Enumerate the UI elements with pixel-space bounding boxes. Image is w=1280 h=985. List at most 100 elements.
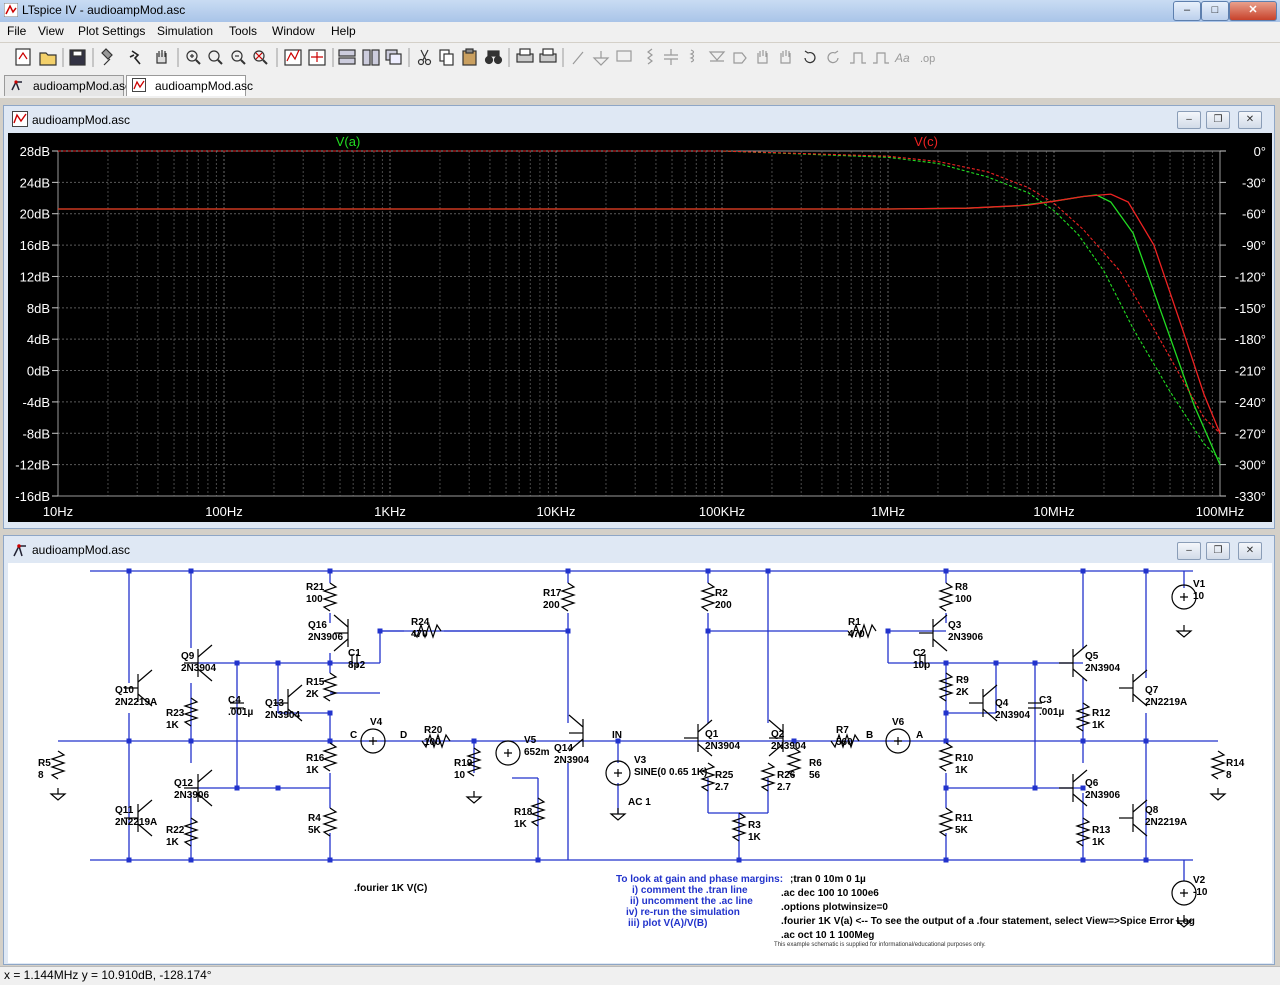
draw-wire-icon[interactable] <box>572 51 584 65</box>
new-schematic-icon[interactable] <box>15 48 31 66</box>
control-panel-icon[interactable] <box>101 48 113 66</box>
halt-icon[interactable] <box>156 50 167 64</box>
save-icon[interactable] <box>69 49 86 66</box>
series-0-phase-line <box>58 150 1221 460</box>
copy-icon[interactable] <box>439 49 454 66</box>
undo-icon[interactable] <box>804 50 816 64</box>
component-value-r3: 1K <box>748 832 762 843</box>
close-button[interactable]: ✕ <box>1229 1 1277 21</box>
inductor-icon[interactable] <box>689 49 695 63</box>
drag-icon[interactable] <box>780 50 791 64</box>
capacitor-icon[interactable] <box>664 49 678 65</box>
component-value-c2: 10p <box>913 660 930 671</box>
component-ref-r9: R9 <box>956 675 969 686</box>
spice-directives: .fourier 1K V(C)To look at gain and phas… <box>354 874 1195 941</box>
menu-view[interactable]: View <box>38 24 64 38</box>
ltspice-app-icon <box>4 3 18 17</box>
junction-dot <box>327 660 333 666</box>
resistor-icon[interactable] <box>647 48 653 65</box>
status-bar <box>0 966 1280 985</box>
find-icon[interactable] <box>484 50 503 65</box>
component-value-q11: 2N2219A <box>115 817 157 828</box>
menu-tools[interactable]: Tools <box>229 24 258 38</box>
menu-file[interactable]: File <box>7 24 27 38</box>
paste-icon[interactable] <box>462 48 477 66</box>
resistor-symbol <box>421 733 451 749</box>
component-ref-v6: V6 <box>892 717 905 728</box>
junction-dot <box>705 568 711 574</box>
y-right-tick-label: -150° <box>1235 301 1266 316</box>
net-label-d: D <box>400 730 407 741</box>
autorange-icon[interactable] <box>284 49 302 66</box>
menu-help[interactable]: Help <box>331 24 356 38</box>
gain-margin-note: i) comment the .tran line <box>632 885 748 896</box>
plot-close-button[interactable]: ✕ <box>1238 111 1262 129</box>
menu-bar <box>0 22 1280 42</box>
source-v3 <box>605 760 631 786</box>
ground-icon[interactable] <box>592 51 610 66</box>
junction-dot <box>791 738 797 744</box>
open-icon[interactable] <box>39 52 57 66</box>
series-1-magnitude-line <box>58 193 1221 434</box>
cascade-icon[interactable] <box>385 49 402 65</box>
schematic-close-button[interactable]: ✕ <box>1238 542 1262 560</box>
pan-icon[interactable] <box>208 50 223 65</box>
rotate-icon[interactable] <box>850 52 866 64</box>
component-value-r12: 1K <box>1092 720 1106 731</box>
plot-restore-button[interactable]: ❐ <box>1206 111 1230 129</box>
bode-chart[interactable]: 28dB24dB20dB16dB12dB8dB4dB0dB-4dB-8dB-12… <box>8 133 1272 522</box>
resistor-symbol <box>560 582 576 612</box>
zoom-fit-icon[interactable] <box>253 50 268 65</box>
junction-dot <box>765 568 771 574</box>
tab-waveform[interactable]: audioampMod.asc <box>126 75 253 96</box>
net-label-in: IN <box>612 730 622 741</box>
text-icon[interactable]: Aa <box>894 51 910 65</box>
schematic-restore-button[interactable]: ❐ <box>1206 542 1230 560</box>
tile-vertical-icon[interactable] <box>362 49 380 66</box>
component-ref-q13: Q13 <box>265 698 284 709</box>
source-v5 <box>495 740 521 766</box>
component-value-r10: 1K <box>955 765 969 776</box>
manual-limits-icon[interactable] <box>308 49 326 66</box>
cut-icon[interactable] <box>417 49 432 66</box>
minimize-button[interactable]: – <box>1173 1 1201 21</box>
circuit-schematic[interactable]: R21100Q162N3906C18p2R24470R17200R2200R14… <box>8 563 1272 963</box>
plot-minimize-button[interactable]: – <box>1177 111 1201 129</box>
component-ref-q14: Q14 <box>554 743 573 754</box>
spice-directive-icon[interactable]: .op <box>920 53 935 65</box>
y-right-tick-label: -330° <box>1235 489 1266 504</box>
tab-schematic[interactable]: audioampMod.asc <box>4 75 131 96</box>
x-tick-label: 1KHz <box>374 504 406 519</box>
move-icon[interactable] <box>757 50 768 64</box>
component-value-r2: 200 <box>715 600 732 611</box>
schematic-minimize-button[interactable]: – <box>1177 542 1201 560</box>
diode-icon[interactable] <box>708 51 726 62</box>
component-value-r4: 5K <box>308 825 322 836</box>
component-value-v1: 10 <box>1193 591 1205 602</box>
junction-dot <box>1080 568 1086 574</box>
print-icon[interactable] <box>539 48 557 63</box>
component-ref-r5: R5 <box>38 758 51 769</box>
zoom-area-icon[interactable] <box>186 50 201 65</box>
mirror-icon[interactable] <box>873 52 889 64</box>
menu-window[interactable]: Window <box>272 24 315 38</box>
menu-simulation[interactable]: Simulation <box>157 24 214 38</box>
junction-dot <box>327 857 333 863</box>
label-net-icon[interactable] <box>616 50 632 62</box>
y-right-tick-label: -180° <box>1235 332 1266 347</box>
transistor-collector <box>1072 644 1088 658</box>
run-icon[interactable] <box>129 50 141 65</box>
maximize-button[interactable]: □ <box>1201 1 1229 21</box>
redo-icon[interactable] <box>827 50 839 64</box>
component-icon[interactable] <box>733 52 747 64</box>
component-value-r5: 8 <box>38 770 44 781</box>
tile-horizontal-icon[interactable] <box>338 49 356 65</box>
menu-plot-settings[interactable]: Plot Settings <box>78 24 146 38</box>
print-setup-icon[interactable] <box>516 48 534 63</box>
component-value-v3: SINE(0 0.65 1K) <box>634 767 707 778</box>
zoom-out-icon[interactable] <box>231 50 246 65</box>
transistor-collector <box>768 719 784 733</box>
junction-dot <box>188 738 194 744</box>
